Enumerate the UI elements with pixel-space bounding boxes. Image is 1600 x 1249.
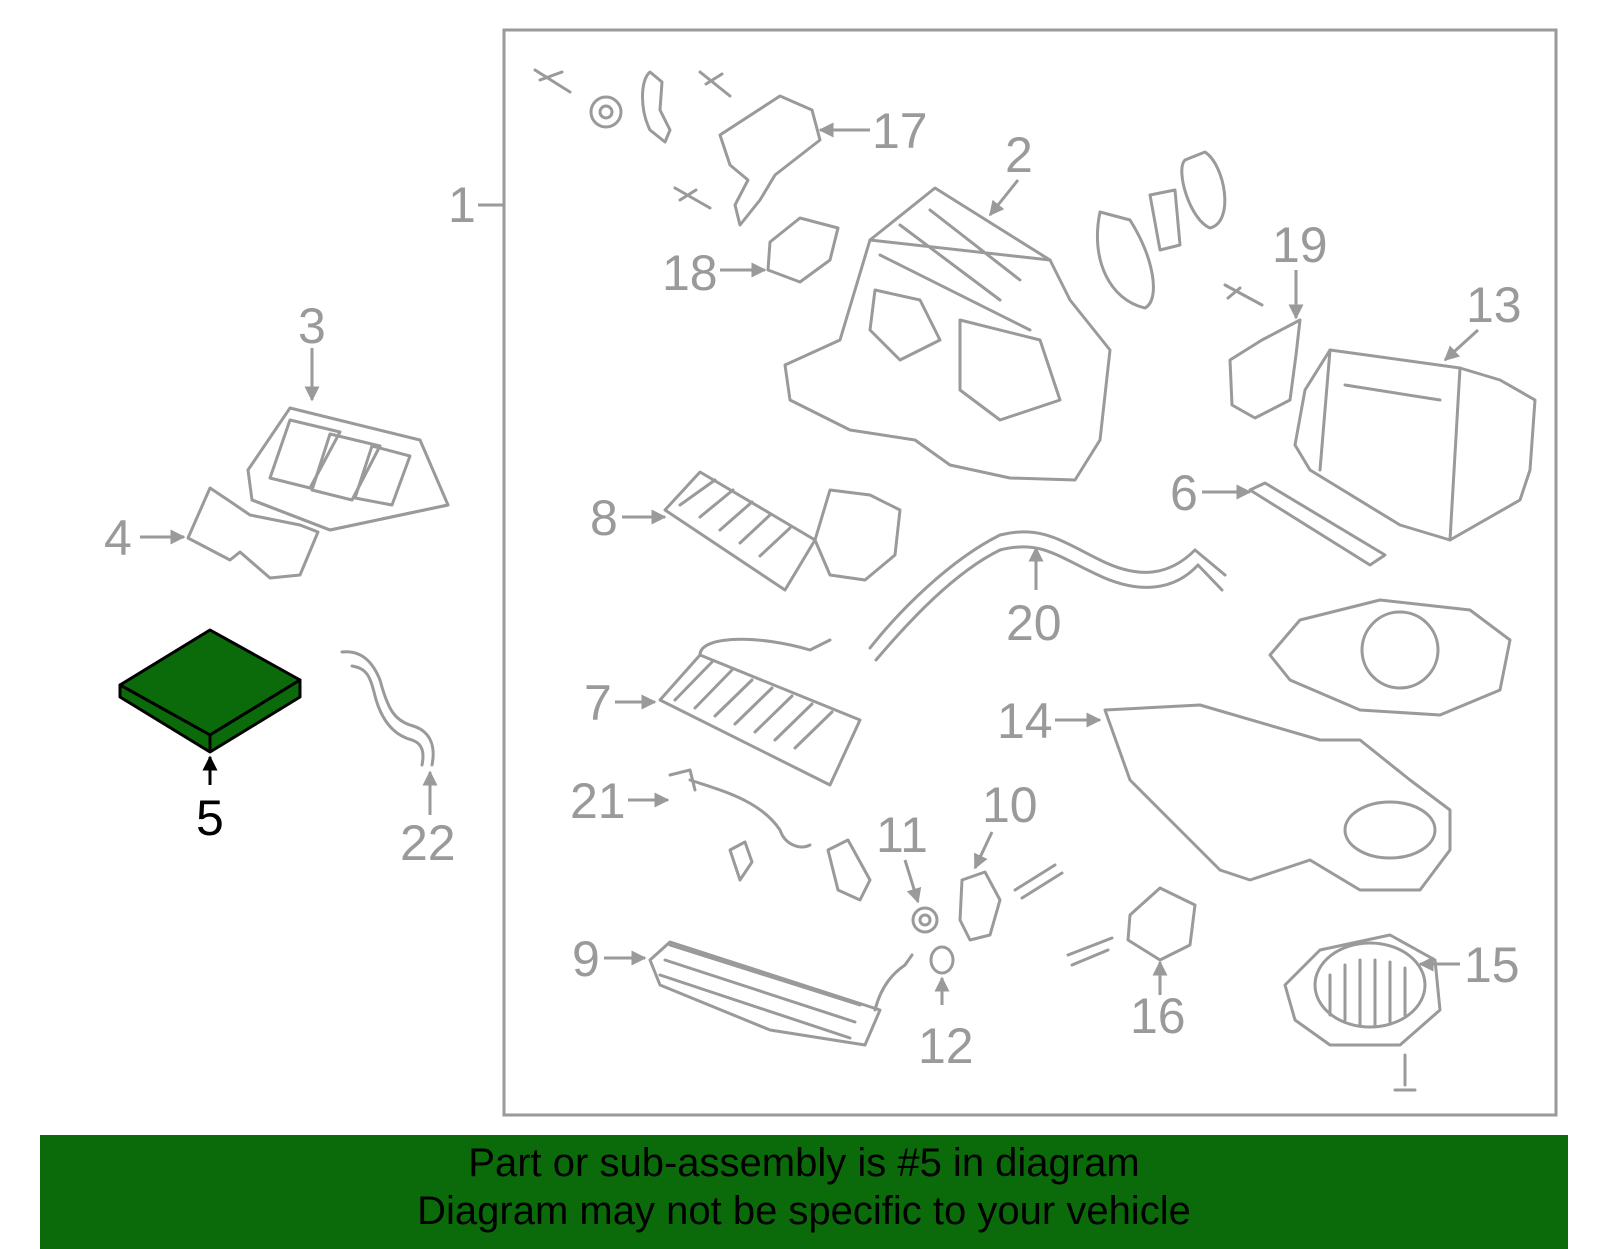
callout-17: 17: [872, 103, 928, 159]
callout-22: 22: [400, 815, 456, 871]
part-20-hose: [868, 530, 1227, 662]
part-14-lower-case: [1103, 703, 1452, 892]
parts-diagram: 1 2 3 4 5 6 7 8 9 10 11 12 13 14 15 16 1…: [104, 28, 1558, 1117]
banner-line-2: Diagram may not be specific to your vehi…: [417, 1189, 1191, 1233]
callout-12: 12: [918, 1018, 974, 1074]
callout-7: 7: [584, 675, 612, 731]
callout-4: 4: [104, 510, 132, 566]
part-blower-upper: [1268, 598, 1512, 717]
callout-15: 15: [1464, 937, 1520, 993]
leader-11: [903, 859, 922, 904]
part-15-blower-motor: [1283, 933, 1442, 1092]
callout-5[interactable]: 5: [196, 790, 224, 846]
assembly-frame: [502, 28, 1558, 1117]
callout-11: 11: [876, 807, 928, 863]
part-11-o-ring: [911, 906, 939, 934]
callout-20: 20: [1006, 595, 1062, 651]
part-8-heater-core: [663, 470, 902, 592]
part-3-upper-cover: [246, 406, 450, 532]
callout-19: 19: [1272, 217, 1328, 273]
leader-13: [1443, 328, 1480, 362]
part-5-cabin-air-filter: [118, 628, 302, 754]
part-2-case-assembly: [783, 186, 1112, 482]
part-9-heater-core: [648, 940, 914, 1047]
callout-10: 10: [982, 777, 1038, 833]
part-18-actuator: [766, 216, 840, 284]
callout-14: 14: [997, 693, 1053, 749]
callout-1: 1: [448, 177, 476, 233]
part-22-drain-hose: [340, 650, 435, 767]
part-13-case: [1293, 348, 1537, 542]
part-seals: [1095, 150, 1264, 310]
part-12-o-ring: [929, 945, 955, 975]
part-17-bracket: [533, 68, 822, 227]
banner-line-1: Part or sub-assembly is #5 in diagram: [468, 1141, 1140, 1185]
info-banner: Part or sub-assembly is #5 in diagram Di…: [40, 1135, 1568, 1249]
part-16-resistor: [1066, 886, 1197, 967]
part-19-actuator: [1228, 318, 1302, 420]
part-10-expansion-valve: [958, 863, 1064, 942]
callout-9: 9: [572, 931, 600, 987]
part-7-evaporator: [658, 637, 862, 787]
part-4-seal: [186, 486, 320, 580]
callout-3: 3: [298, 298, 326, 354]
callout-16: 16: [1130, 988, 1186, 1044]
callout-6: 6: [1170, 465, 1198, 521]
part-6-door: [1248, 481, 1387, 567]
leader-10: [973, 831, 994, 870]
callout-13: 13: [1466, 277, 1522, 333]
callout-8: 8: [590, 490, 618, 546]
callout-18: 18: [662, 245, 718, 301]
leader-2: [988, 179, 1020, 217]
callout-21: 21: [570, 773, 626, 829]
callout-2: 2: [1005, 127, 1033, 183]
part-21-sensor: [668, 768, 872, 902]
